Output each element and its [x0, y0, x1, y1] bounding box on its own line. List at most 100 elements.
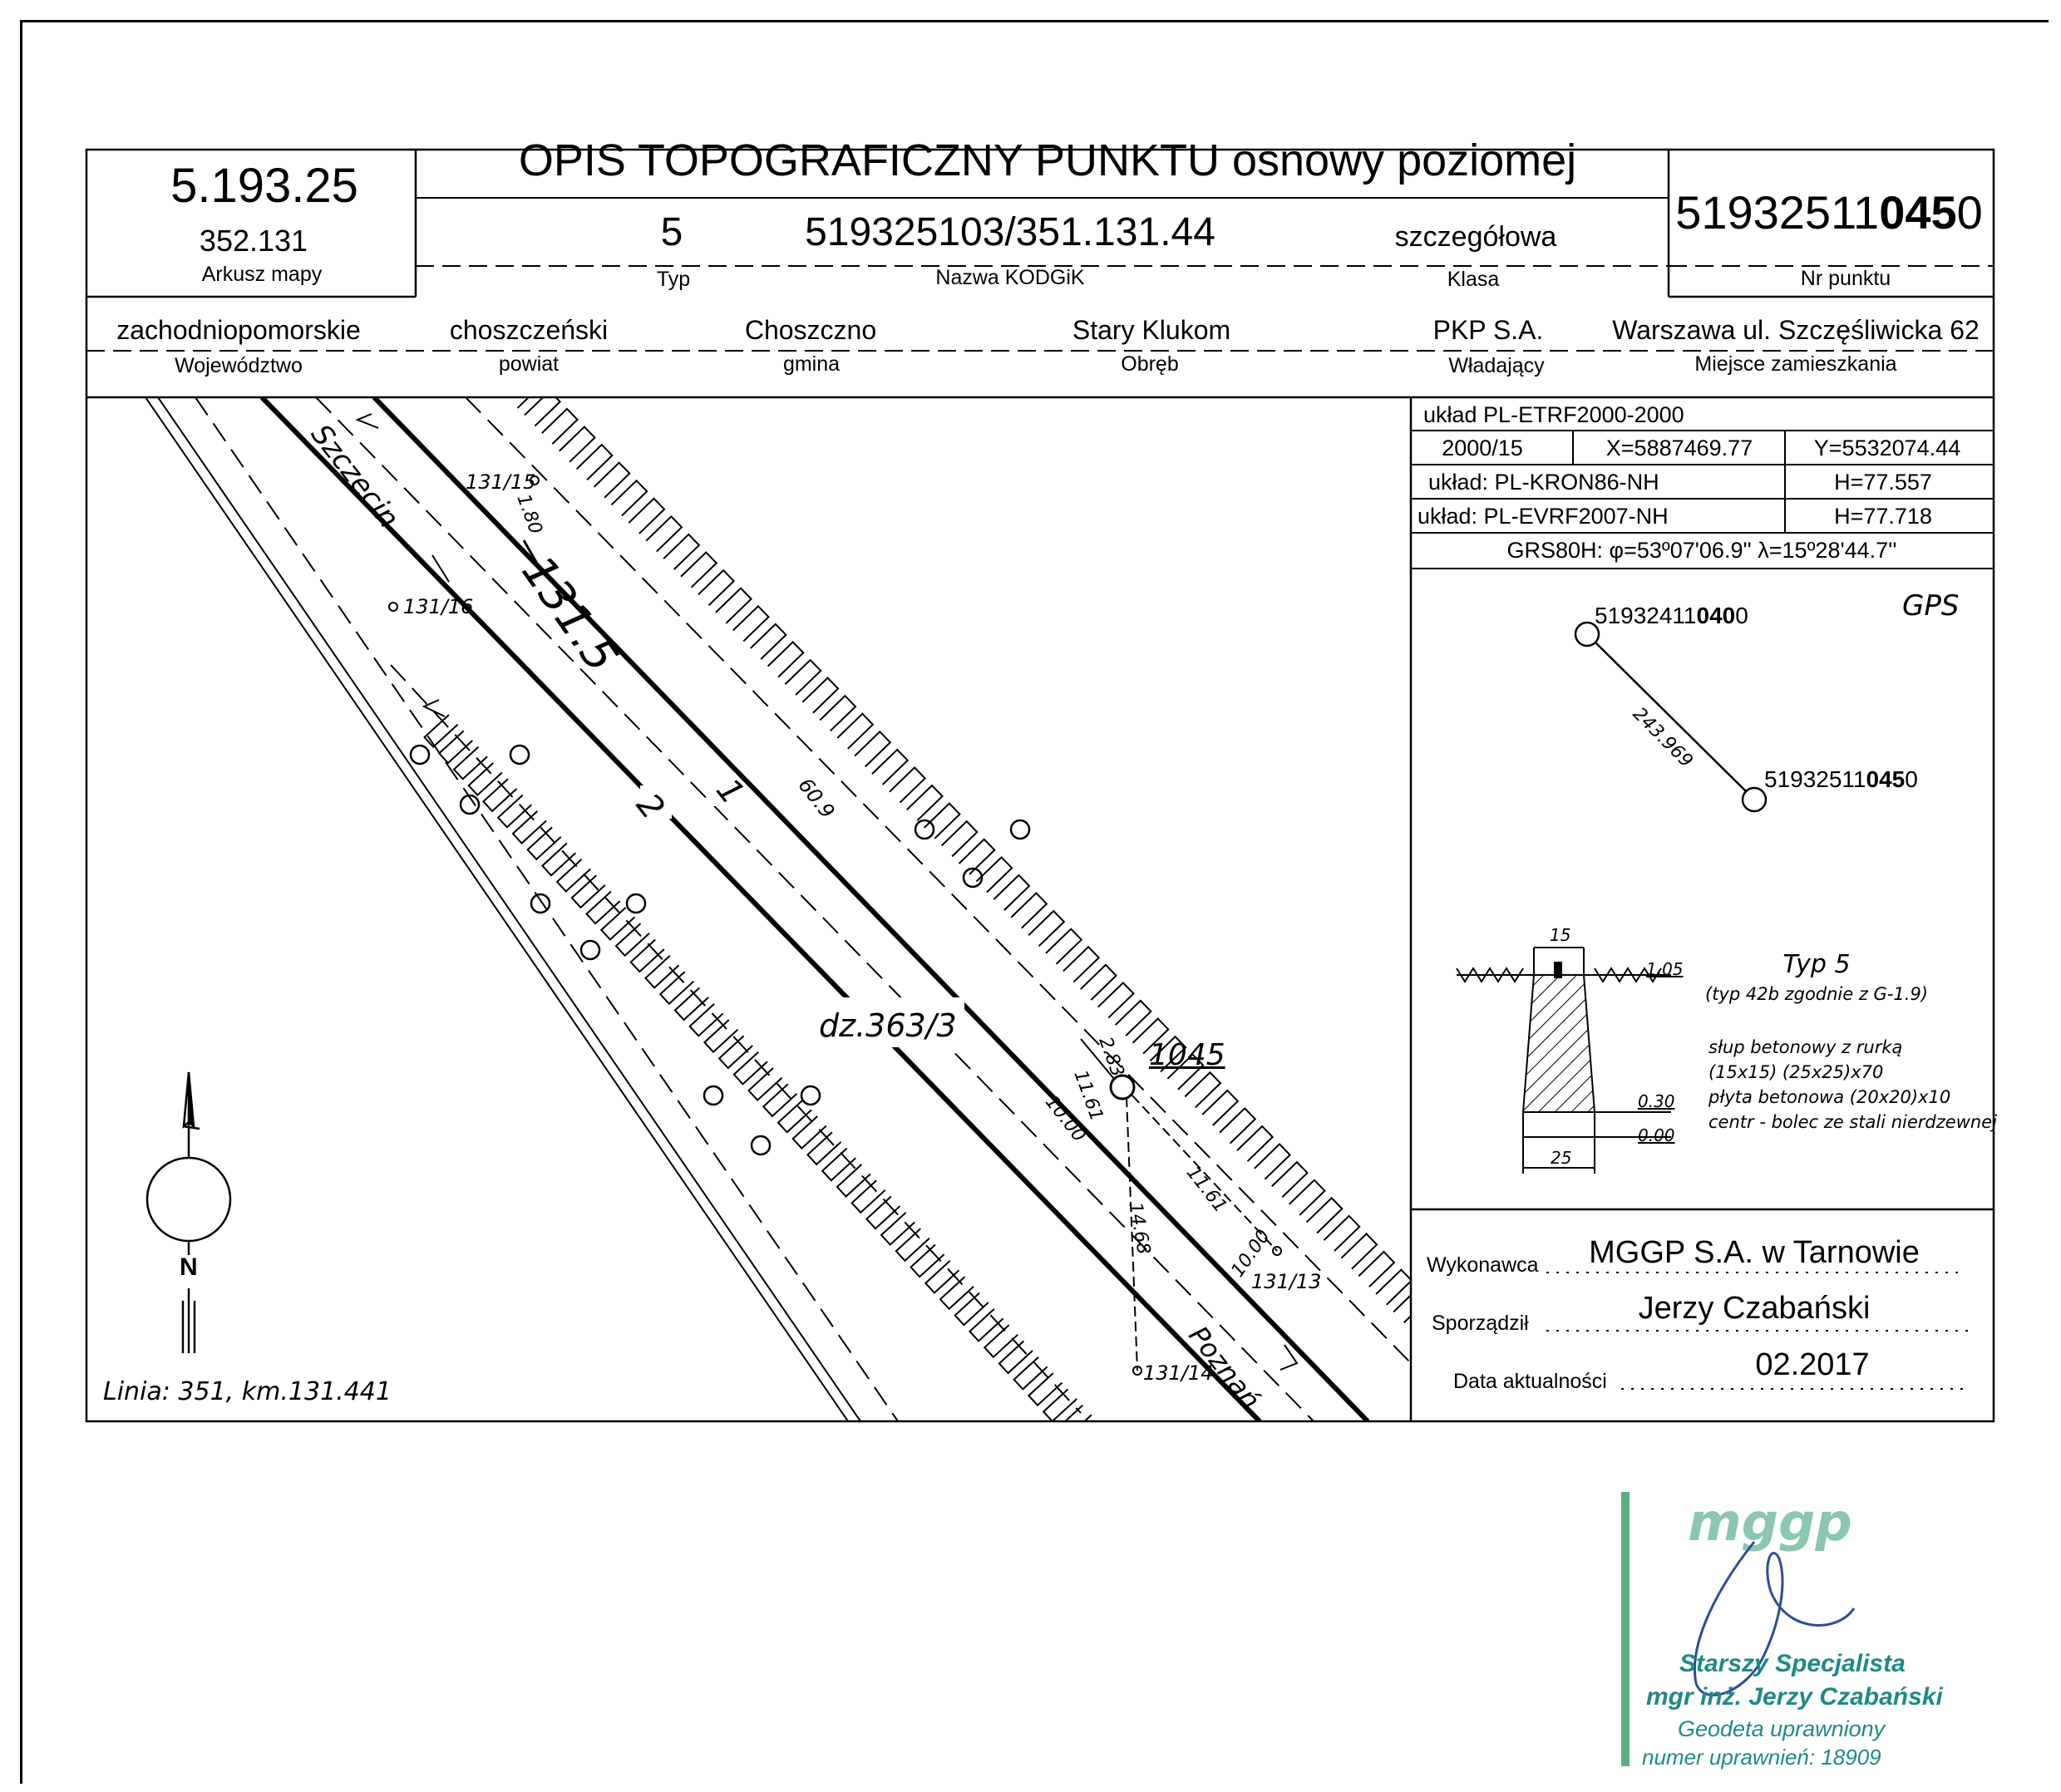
dim-top: 15 — [1550, 925, 1571, 945]
stamp-name: mgr inż. Jerzy Czabański — [1646, 1683, 1943, 1711]
type-detail-drawing — [1456, 947, 1671, 1174]
north-label: N — [180, 1253, 198, 1281]
dim-ground: 1.05 — [1646, 959, 1684, 979]
embankment-tooth — [1114, 999, 1152, 1036]
type-detail-line-2: (15x15) (25x25)x70 — [1708, 1062, 1884, 1082]
class-value: szczegółowa — [1394, 221, 1557, 253]
embankment-tooth — [969, 1308, 1004, 1342]
contractor-value: MGGP S.A. w Tarnowie — [1589, 1235, 1920, 1270]
embankment-tooth — [688, 1002, 724, 1037]
embankment-tooth — [954, 1292, 989, 1327]
embankment-tooth — [1271, 1160, 1309, 1199]
embankment-tooth — [1219, 1107, 1257, 1145]
embankment-tooth — [1063, 1404, 1092, 1421]
embankment-tooth — [593, 461, 631, 499]
embankment-tooth — [673, 987, 709, 1022]
embankment-tooth — [511, 810, 547, 844]
voivodeship-label: Województwo — [175, 354, 303, 377]
sheet-label: Arkusz mapy — [201, 263, 323, 286]
km-131-14: 131/14 — [1143, 1361, 1214, 1385]
commune-label: gmina — [782, 352, 841, 376]
owner-value: PKP S.A. — [1432, 315, 1544, 345]
embankment-tooth — [1149, 1035, 1187, 1073]
embankment-tooth — [1080, 963, 1117, 1001]
commune-value: Choszczno — [744, 315, 877, 345]
gps-point-b-label: 519325110450 — [1764, 766, 1918, 792]
embankment-tooth — [821, 1147, 856, 1182]
embankment-tooth — [614, 923, 650, 958]
gps-point-a-label: 519324110400 — [1595, 603, 1748, 628]
embankment-tooth — [732, 1051, 768, 1086]
embankment-tooth — [1393, 1293, 1411, 1324]
embankment-tooth — [889, 766, 927, 804]
type-detail-line-3: płyta betonowa (20x20)x10 — [1708, 1087, 1951, 1107]
embankment-tooth — [452, 746, 488, 780]
embankment-tooth — [1045, 928, 1083, 965]
coord-y: Y=5532074.44 — [1813, 436, 1961, 460]
height-1: H=77.557 — [1834, 470, 1932, 495]
dim-base: 25 — [1551, 1148, 1572, 1168]
embankment-tooth — [747, 1067, 783, 1102]
prepared-by-label: Sporządził — [1432, 1312, 1529, 1335]
embankment-tooth — [975, 855, 1013, 894]
coord-system-1: układ PL-ETRF2000-2000 — [1423, 402, 1684, 427]
embankment-tooth — [958, 838, 996, 875]
embankment-tooth — [940, 820, 979, 858]
embankment-tooth — [629, 938, 665, 973]
embankment-tooth — [1236, 1125, 1275, 1162]
residence-value: Warszawa ul. Szczęśliwicka 62 — [1612, 315, 1980, 345]
dim-bottom: 0.00 — [1638, 1125, 1675, 1145]
point-number-label: Nr punktu — [1800, 267, 1891, 290]
embankment-tooth — [871, 748, 910, 785]
page-title: OPIS TOPOGRAFICZNY PUNKTU osnowy poziome… — [518, 135, 1577, 185]
type-detail-title: Typ 5 — [1782, 950, 1851, 979]
embankment-tooth — [570, 874, 606, 909]
embankment-tooth — [784, 658, 822, 696]
embankment-tooth — [762, 1083, 798, 1118]
embankment-tooth — [865, 1195, 901, 1230]
embankment-tooth — [423, 714, 459, 749]
embankment-tooth — [644, 955, 680, 989]
embankment-tooth — [717, 1035, 753, 1070]
embankment-tooth — [645, 514, 683, 553]
embankment-tooth — [993, 874, 1031, 911]
embankment-tooth — [524, 397, 562, 427]
type-detail-line-1: słup betonowy z rurką — [1708, 1037, 1903, 1057]
embankment-tooth — [1028, 909, 1066, 947]
grs-coordinates: GRS80H: φ=53º07'06.9'' λ=15º28'44.7'' — [1506, 538, 1897, 563]
embankment-tooth — [1013, 1356, 1048, 1391]
gps-label: GPS — [1902, 589, 1960, 623]
embankment-tooth — [1305, 1196, 1344, 1234]
embankment-tooth — [924, 1260, 960, 1294]
embankment-tooth — [1254, 1143, 1291, 1180]
gps-point-a — [1574, 621, 1600, 647]
embankment-tooth — [1063, 945, 1101, 983]
embankment-tooth — [1201, 1089, 1240, 1126]
embankment-tooth — [851, 1179, 886, 1214]
km-131-13: 131/13 — [1251, 1270, 1322, 1293]
embankment-tooth — [854, 730, 892, 768]
stamp-license: numer uprawnień: 18909 — [1642, 1745, 1881, 1770]
embankment-tooth — [836, 1164, 871, 1198]
county-label: powiat — [498, 352, 560, 376]
embankment-tooth — [541, 407, 579, 445]
parcel-label: dz.363/3 — [819, 1007, 957, 1044]
embankment-tooth — [732, 604, 770, 642]
type-label: Typ — [656, 268, 691, 291]
point-number: 519325110450 — [1675, 186, 1983, 239]
voivodeship-value: zachodniopomorskie — [116, 315, 361, 345]
embankment-tooth — [526, 826, 562, 861]
embankment-tooth — [1132, 1017, 1170, 1055]
coord-zone: 2000/15 — [1442, 436, 1523, 460]
coord-x: X=5887469.77 — [1605, 436, 1753, 460]
embankment-tooth — [496, 794, 532, 829]
sheet-sub-number: 352.131 — [199, 224, 308, 258]
embankment-tooth — [437, 730, 474, 765]
stamp-title: Geodeta uprawniony — [1678, 1716, 1886, 1741]
embankment-tooth — [663, 533, 701, 570]
gps-point-b — [1741, 786, 1768, 813]
embankment-tooth — [1288, 1179, 1326, 1216]
embankment-tooth — [680, 551, 718, 588]
embankment-tooth — [540, 842, 577, 877]
embankment-tooth — [1340, 1233, 1378, 1270]
